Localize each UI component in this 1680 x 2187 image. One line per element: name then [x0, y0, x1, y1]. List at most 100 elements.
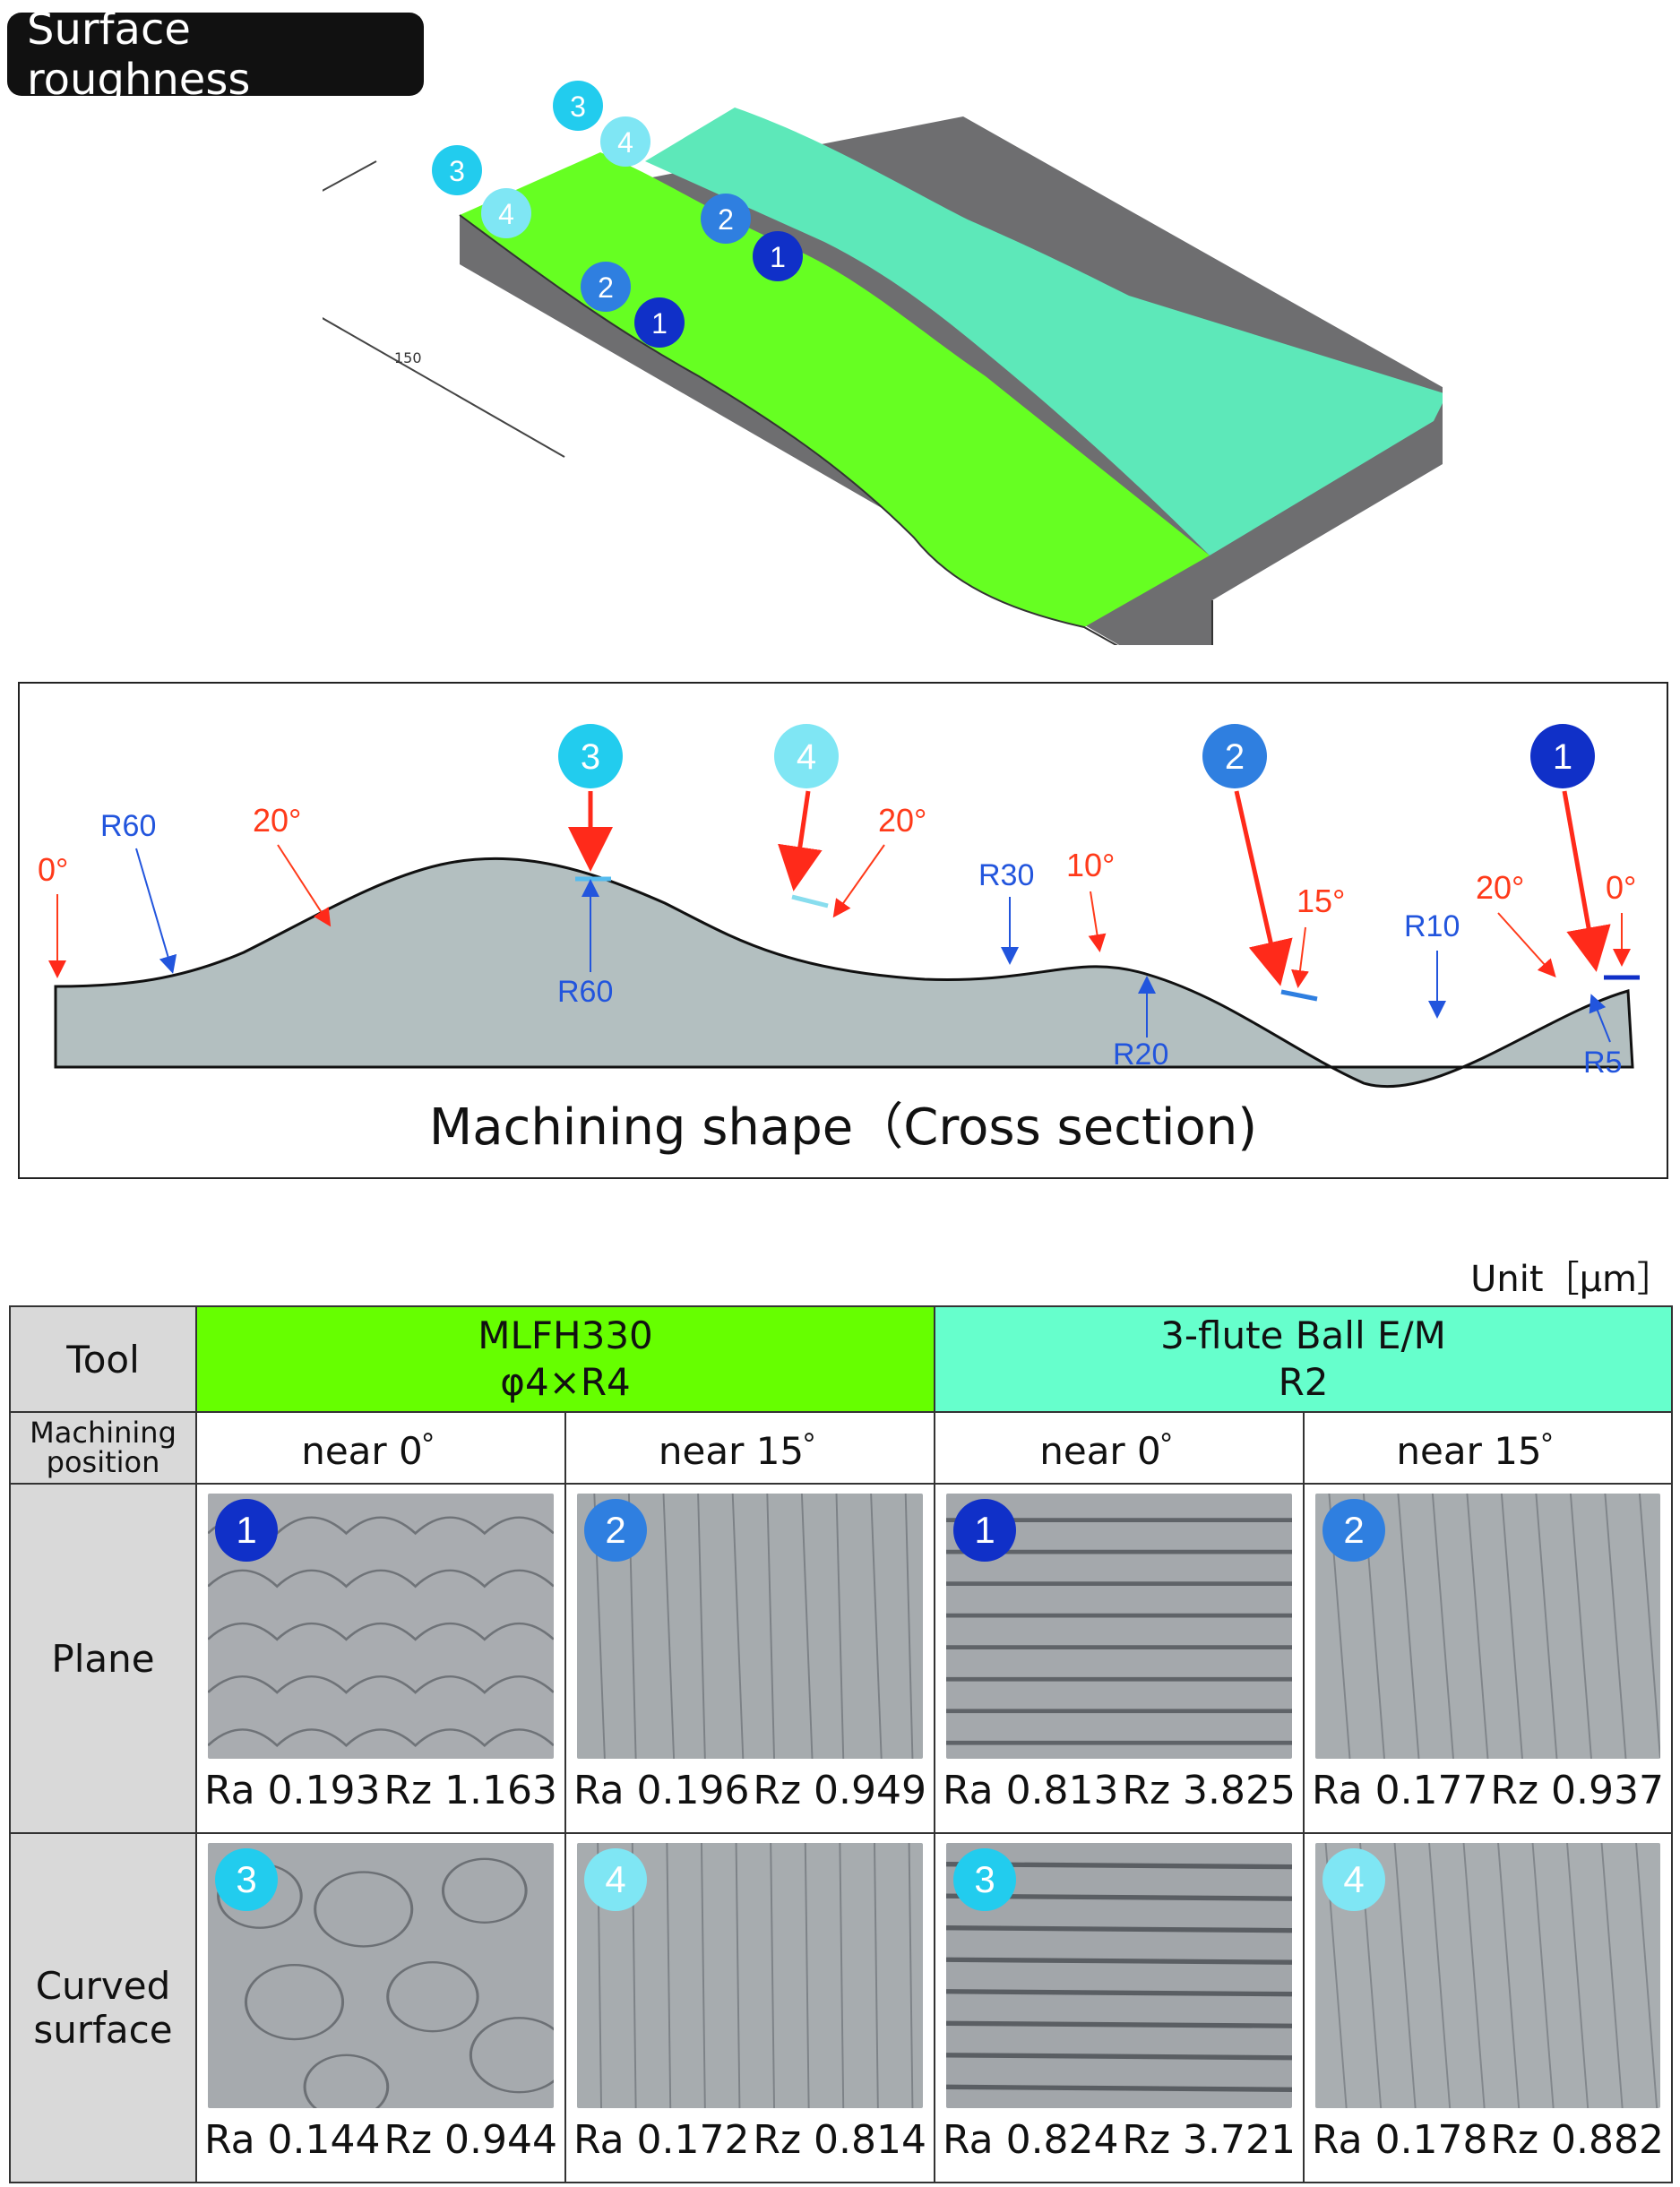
rz-value: Rz 1.163 — [383, 1768, 557, 1813]
position-marker-4: 4 — [1322, 1848, 1386, 1911]
rz-value: Rz 0.949 — [753, 1768, 927, 1813]
section-marker-2: 2 — [1202, 724, 1267, 788]
iso-teal-marker-2: 2 — [701, 194, 751, 244]
tool-header: Tool — [9, 1305, 197, 1413]
iso-teal-marker-1: 1 — [753, 231, 803, 281]
cross-section-diagram: 3 4 2 1 0° 20° 20° 10° 15° 20° 0° R60 R6… — [38, 724, 1640, 1089]
svg-text:4: 4 — [797, 737, 816, 777]
rz-value: Rz 0.882 — [1490, 2117, 1665, 2163]
ra-value: Ra 0.177 — [1312, 1768, 1488, 1813]
position-near-0-tool2: near 0゜ — [934, 1411, 1305, 1485]
position-marker-2: 2 — [1322, 1499, 1386, 1562]
rz-value: Rz 0.937 — [1490, 1768, 1665, 1813]
ra-value: Ra 0.144 — [204, 2117, 381, 2163]
position-near-15-tool2: near 15゜ — [1303, 1411, 1674, 1485]
green-surface — [460, 152, 1210, 627]
dim-line-length — [323, 317, 565, 458]
radius-label-r20: R20 — [1113, 1038, 1168, 1072]
ra-value: Ra 0.813 — [943, 1768, 1119, 1813]
tool-mlfh330: MLFH330 φ4×R4 — [194, 1305, 936, 1413]
rz-value: Rz 3.825 — [1122, 1768, 1297, 1813]
tool-ball-em: 3-flute Ball E/M R2 — [934, 1305, 1674, 1413]
iso-green-marker-1: 1 — [634, 297, 685, 348]
svg-text:4: 4 — [617, 126, 633, 159]
cross-section-panel: 3 4 2 1 0° 20° 20° 10° 15° 20° 0° R60 R6… — [18, 682, 1668, 1179]
ra-value: Ra 0.193 — [204, 1768, 381, 1813]
tool-mlfh330-spec: φ4×R4 — [500, 1360, 631, 1404]
section-marker-3: 3 — [558, 724, 623, 788]
angle-label-20c: 20° — [1476, 869, 1524, 906]
row-curved-label: Curved surface — [9, 1832, 197, 2183]
iso-green-marker-4: 4 — [481, 188, 531, 238]
cross-section-caption: Machining shape（Cross section) — [428, 1098, 1258, 1157]
iso-teal-marker-3: 3 — [553, 81, 603, 131]
ra-value: Ra 0.178 — [1312, 2117, 1488, 2163]
ra-value: Ra 0.824 — [943, 2117, 1119, 2163]
position-header-line1: Machining — [30, 1416, 177, 1450]
workpiece-isometric-illustration: 47 150 3 4 2 1 3 4 2 1 — [323, 81, 1443, 645]
row-curved-label-line2: surface — [33, 2008, 173, 2052]
angle-label-15: 15° — [1297, 883, 1345, 919]
rz-value: Rz 0.814 — [753, 2117, 927, 2163]
ra-value: Ra 0.172 — [573, 2117, 750, 2163]
position-marker-2: 2 — [584, 1499, 647, 1562]
position-marker-1: 1 — [215, 1499, 278, 1562]
surface-photo — [1315, 1494, 1661, 1759]
svg-text:3: 3 — [570, 90, 586, 123]
angle-label-20b: 20° — [878, 802, 926, 839]
angle-label-0b: 0° — [1606, 869, 1636, 906]
section-marker-1: 1 — [1530, 724, 1595, 788]
radius-label-r10: R10 — [1404, 909, 1460, 943]
page-title: Surface roughness — [7, 4, 424, 105]
tool-mlfh330-name: MLFH330 — [478, 1313, 653, 1357]
position-marker-3: 3 — [215, 1848, 278, 1911]
svg-text:2: 2 — [718, 203, 734, 236]
dim-length-label: 150 — [394, 349, 422, 366]
angle-label-0a: 0° — [38, 851, 68, 888]
svg-text:4: 4 — [498, 198, 514, 230]
iso-green-marker-2: 2 — [581, 262, 631, 312]
radius-label-r30: R30 — [978, 858, 1034, 892]
radius-label-r60a: R60 — [100, 809, 156, 843]
rz-value: Rz 3.721 — [1122, 2117, 1297, 2163]
tool-ball-em-spec: R2 — [1278, 1360, 1329, 1404]
svg-text:1: 1 — [651, 307, 668, 340]
position-near-15-tool1: near 15゜ — [564, 1411, 936, 1485]
surface-photo — [1315, 1843, 1661, 2108]
radius-label-r60b: R60 — [557, 975, 613, 1009]
position-header: Machining position — [9, 1411, 197, 1485]
svg-text:1: 1 — [770, 241, 786, 273]
position-marker-4: 4 — [584, 1848, 647, 1911]
roughness-table: Tool MLFH330 φ4×R4 3-flute Ball E/M R2 M… — [9, 1305, 1674, 2183]
svg-text:3: 3 — [449, 155, 465, 187]
surface-photo — [946, 1843, 1293, 2108]
unit-label: Unit［μm］ — [1470, 1259, 1673, 1300]
dim-line-width — [323, 160, 377, 192]
rz-value: Rz 0.944 — [383, 2117, 557, 2163]
position-marker-3: 3 — [953, 1848, 1017, 1911]
teal-surface — [645, 108, 1443, 555]
svg-text:3: 3 — [581, 737, 600, 777]
profile-shape — [54, 857, 1634, 1089]
position-marker-1: 1 — [953, 1499, 1017, 1562]
position-near-0-tool1: near 0゜ — [195, 1411, 566, 1485]
svg-text:2: 2 — [598, 271, 614, 304]
ra-value: Ra 0.196 — [573, 1768, 750, 1813]
angle-label-20a: 20° — [253, 802, 301, 839]
tool-ball-em-name: 3-flute Ball E/M — [1160, 1313, 1446, 1357]
section-marker-4: 4 — [774, 724, 839, 788]
svg-text:1: 1 — [1553, 737, 1572, 777]
radius-label-r5: R5 — [1583, 1046, 1622, 1080]
row-curved-label-line1: Curved — [35, 1964, 171, 2008]
svg-text:2: 2 — [1225, 737, 1245, 777]
position-header-line2: position — [46, 1445, 160, 1479]
iso-green-marker-3: 3 — [432, 145, 482, 195]
